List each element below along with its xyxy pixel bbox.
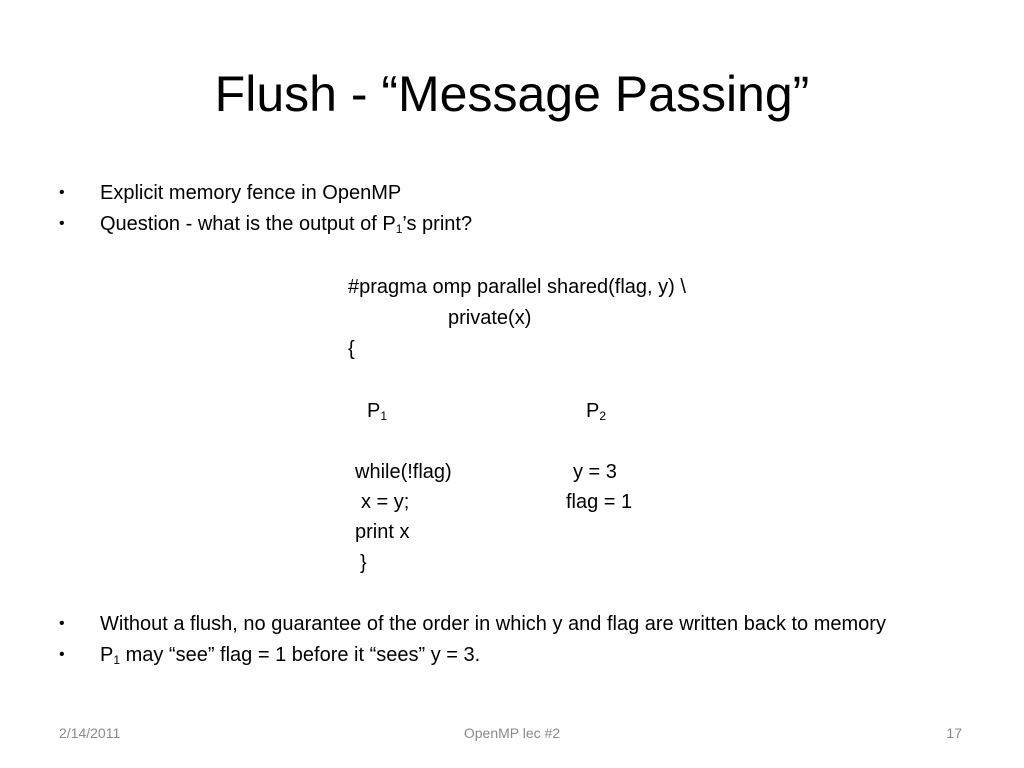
open-brace: { xyxy=(348,338,355,360)
slide-title: Flush - “Message Passing” xyxy=(214,66,810,122)
bullet-text: Question - what is the output of P1’s pr… xyxy=(100,213,473,236)
p1-code-line: x = y; xyxy=(361,491,410,513)
p1-code-line: while(!flag) xyxy=(355,461,452,483)
bullet-icon: • xyxy=(59,646,65,663)
bullet-item: • P1 may “see” flag = 1 before it “sees”… xyxy=(58,643,968,667)
top-bullet-list: • Explicit memory fence in OpenMP • Ques… xyxy=(58,181,968,243)
bottom-bullet-list: • Without a flush, no guarantee of the o… xyxy=(58,612,968,674)
bullet-item: • Question - what is the output of P1’s … xyxy=(58,212,968,236)
footer-center: OpenMP lec #2 xyxy=(463,725,561,741)
bullet-icon: • xyxy=(59,184,65,201)
pragma-line: #pragma omp parallel shared(flag, y) \ xyxy=(348,276,686,298)
footer-date: 2/14/2011 xyxy=(59,725,121,741)
p2-code-line: y = 3 xyxy=(573,461,617,483)
p1-code-line: print x xyxy=(355,521,410,543)
p1-label: P1 xyxy=(367,400,388,423)
close-brace: } xyxy=(360,552,367,574)
bullet-icon: • xyxy=(59,615,65,632)
private-line: private(x) xyxy=(448,307,532,329)
bullet-text: Explicit memory fence in OpenMP xyxy=(100,182,402,204)
p2-code-line: flag = 1 xyxy=(566,491,633,513)
bullet-icon: • xyxy=(59,215,65,232)
footer-page-number: 17 xyxy=(946,725,962,741)
bullet-text: P1 may “see” flag = 1 before it “sees” y… xyxy=(100,644,481,667)
bullet-text: Without a flush, no guarantee of the ord… xyxy=(100,613,886,635)
bullet-item: • Without a flush, no guarantee of the o… xyxy=(58,612,968,636)
bullet-item: • Explicit memory fence in OpenMP xyxy=(58,181,968,205)
p2-label: P2 xyxy=(586,400,607,423)
